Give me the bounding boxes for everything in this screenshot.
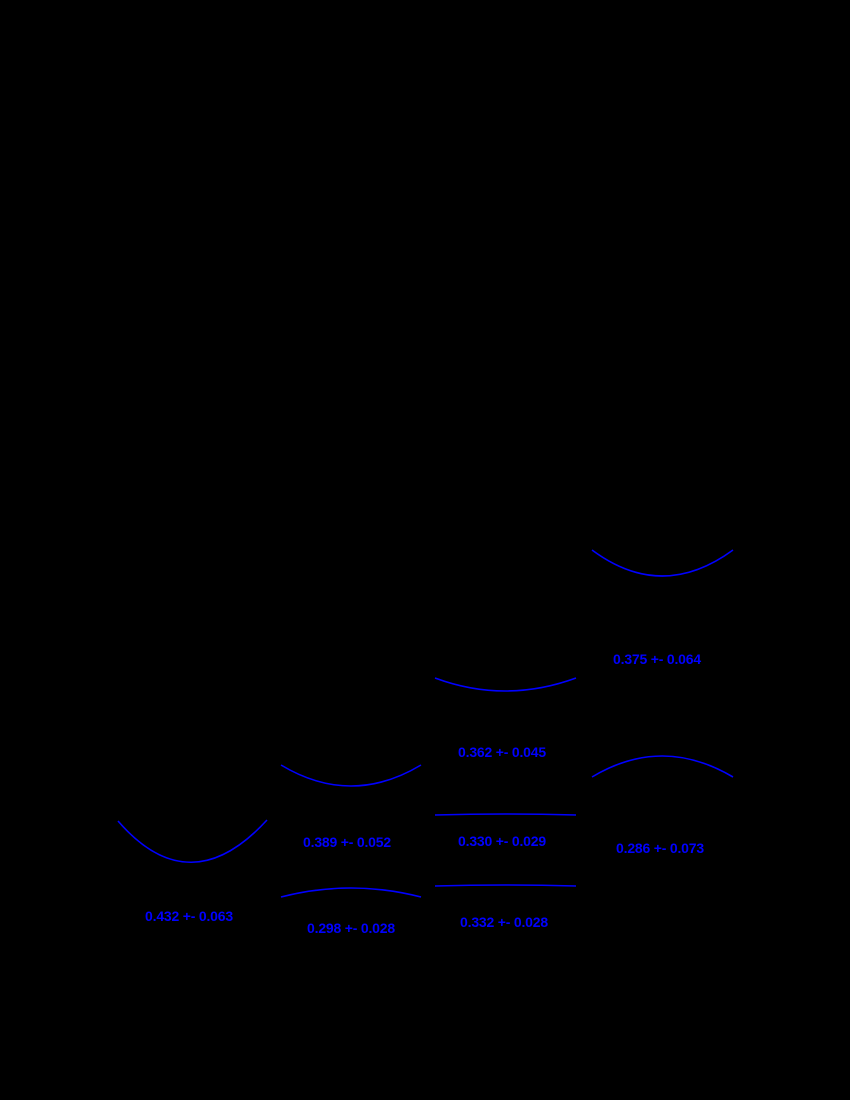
stat-label-group-1-curve-1: 0.432 +- 0.063 <box>145 908 233 924</box>
curve-group-4-convex <box>591 549 734 577</box>
stat-label-group-4-curve-2: 0.286 +- 0.073 <box>616 840 704 856</box>
curve-group-4-concave <box>591 755 734 778</box>
stat-label-group-2-curve-2: 0.298 +- 0.028 <box>307 920 395 936</box>
stat-label-group-3-curve-1: 0.362 +- 0.045 <box>458 744 546 760</box>
stat-label-group-4-curve-1: 0.375 +- 0.064 <box>613 651 701 667</box>
curve-group-1-convex <box>117 819 268 863</box>
stat-label-group-3-curve-2: 0.330 +- 0.029 <box>458 833 546 849</box>
stat-label-group-3-curve-3: 0.332 +- 0.028 <box>460 914 548 930</box>
curve-group-3-flat-upper <box>434 813 577 816</box>
curve-group-3-convex <box>434 677 577 692</box>
curve-group-2-concave <box>280 887 422 898</box>
curve-group-3-flat-lower <box>434 884 577 887</box>
curve-group-2-convex <box>280 764 422 787</box>
stat-label-group-2-curve-1: 0.389 +- 0.052 <box>303 834 391 850</box>
